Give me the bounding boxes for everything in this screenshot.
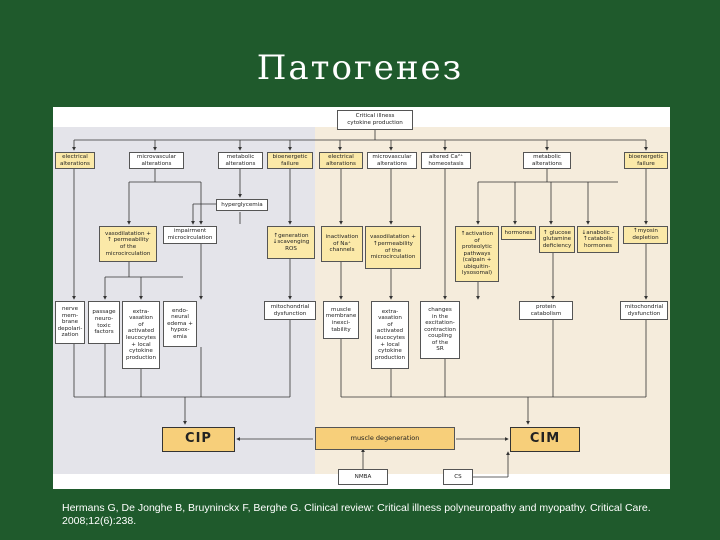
altered-calcium-homeostasis: altered Ca²⁺ homeostasis (421, 152, 471, 169)
pathogenesis-diagram: Critical illness cytokine production ele… (53, 107, 670, 489)
cip-node: CIP (162, 427, 235, 452)
hyperglycemia-node: hyperglycemia (216, 199, 268, 211)
leucocyte-extravasation-cip: extra- vasation of activated leucocytes … (122, 301, 160, 369)
cim-panel (315, 127, 670, 474)
myosin-depletion: ↑myosin depletion (623, 226, 668, 244)
neurotoxic-factors-passage: passage neuro- toxic factors (88, 301, 120, 344)
endoneural-edema: endo- neural edema + hypox- emia (163, 301, 197, 347)
mitochondrial-dysfunction-cip: mitochondrial dysfunction (264, 301, 316, 320)
metabolic-alterations-cim: metabolic alterations (523, 152, 571, 169)
electrical-alterations-cip: electrical alterations (55, 152, 95, 169)
bioenergetic-failure-cim: bioenergetic failure (624, 152, 668, 169)
vasodilatation-permeability-cip: vasodilatation + ↑ permeability of the m… (99, 226, 157, 262)
mitochondrial-dysfunction-cim: mitochondrial dysfunction (620, 301, 668, 320)
microvascular-alterations-cim: microvascular alterations (367, 152, 417, 169)
impairment-microcirculation: impairment microcirculation (163, 226, 217, 244)
nmba-node: NMBA (338, 469, 388, 485)
vasodilatation-permeability-cim: vasodilatation + ↑permeability of the mi… (365, 226, 421, 269)
connector-lines (72, 130, 648, 478)
nerve-membrane-depolarization: nerve mem- brane depolari- zation (55, 301, 85, 344)
bioenergetic-failure-cip: bioenergetic failure (267, 152, 313, 169)
cytokine-production-node: Critical illness cytokine production (337, 110, 413, 130)
cip-panel (53, 127, 315, 474)
proteolytic-pathways-activation: ↑activation of proteolytic pathways (cal… (455, 226, 499, 282)
sodium-channel-inactivation: inactivation of Na⁺ channels (321, 226, 363, 262)
citation-text: Hermans G, De Jonghe B, Bruyninckx F, Be… (62, 502, 651, 527)
protein-catabolism: protein catabolism (519, 301, 573, 320)
metabolic-alterations-cip: metabolic alterations (218, 152, 263, 169)
hormones-node: hormones (501, 226, 536, 240)
muscle-membrane-inexcitability: muscle membrane inexci- tability (323, 301, 359, 339)
cs-node: CS (443, 469, 473, 485)
microvascular-alterations-cip: microvascular alterations (129, 152, 184, 169)
glutamine-deficiency: ↑ glucose glutamine deficiency (539, 226, 575, 253)
ros-generation: ↑generation ↓scavenging ROS (267, 226, 315, 259)
electrical-alterations-cim: electrical alterations (319, 152, 363, 169)
leucocyte-extravasation-cim: extra- vasation of activated leucocytes … (371, 301, 409, 369)
muscle-degeneration-node: muscle degeneration (315, 427, 455, 450)
anabolic-catabolic-hormones: ↓anabolic – ↑catabolic hormones (577, 226, 619, 253)
slide-title: Патогенез (256, 48, 464, 88)
excitation-contraction-changes: changes in the excitation- contraction c… (420, 301, 460, 359)
cim-node: CIM (510, 427, 580, 452)
